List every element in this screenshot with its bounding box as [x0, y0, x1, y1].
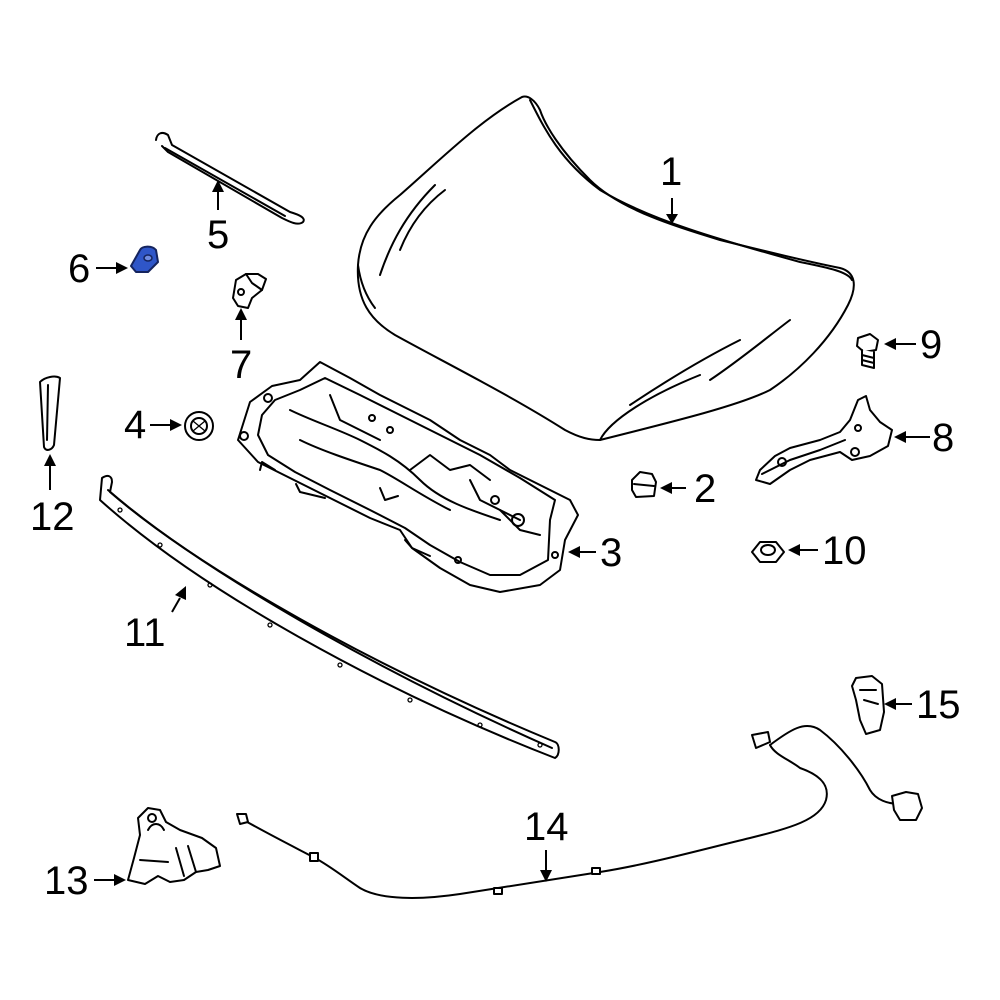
hood-bumper[interactable]: [631, 471, 657, 498]
callout-5: 5: [207, 213, 229, 257]
callout-6: 6: [68, 247, 90, 291]
callout-15: 15: [916, 683, 961, 727]
callout-13: 13: [44, 859, 89, 903]
hood-hinge[interactable]: [755, 395, 893, 485]
callout-11: 11: [124, 611, 166, 655]
prop-rod-clip[interactable]: [130, 245, 159, 273]
callout-4: 4: [124, 403, 146, 447]
callout-12: 12: [30, 495, 75, 539]
callout-3: 3: [600, 531, 622, 575]
hinge-nut[interactable]: [751, 541, 785, 563]
release-handle[interactable]: [851, 675, 885, 735]
hood-latch[interactable]: [127, 807, 221, 885]
callout-1: 1: [660, 150, 682, 194]
callout-8: 8: [932, 416, 954, 460]
callout-2: 2: [694, 467, 716, 511]
callout-14: 14: [524, 805, 569, 849]
side-seal-strip[interactable]: [39, 375, 61, 451]
grommet[interactable]: [184, 411, 214, 441]
hood-prop-rod[interactable]: [155, 131, 305, 225]
hinge-bolt[interactable]: [856, 333, 879, 369]
callout-9: 9: [920, 323, 942, 367]
callout-7: 7: [230, 343, 252, 387]
hood-weatherstrip[interactable]: [99, 474, 560, 759]
prop-rod-holder[interactable]: [232, 273, 267, 309]
callout-10: 10: [822, 529, 867, 573]
leader-lines: [44, 180, 930, 886]
callout-labels: 1 2 3 4 5 6 7 8 9 10 11 12 13 14 15: [30, 150, 961, 903]
release-cable[interactable]: [236, 725, 923, 899]
hood-panel[interactable]: [356, 95, 855, 441]
hood-insulator-panel[interactable]: [237, 361, 579, 593]
